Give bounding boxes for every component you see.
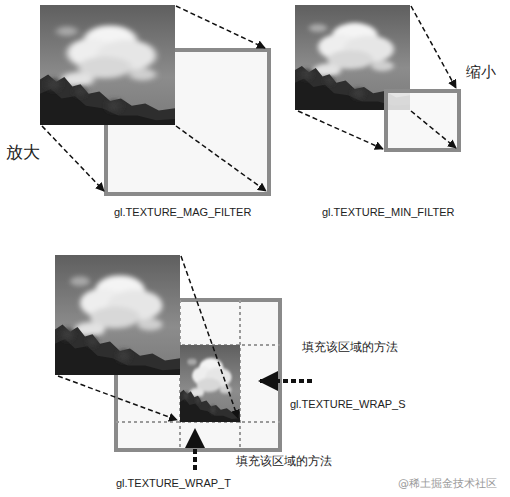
mapping-arrow bbox=[176, 126, 266, 191]
wrap-t-arrow bbox=[193, 430, 197, 470]
mapping-arrow bbox=[181, 256, 238, 418]
wrap-s-arrow bbox=[260, 379, 312, 383]
mapping-arrow bbox=[42, 126, 104, 191]
parameter-name: gl.TEXTURE_MIN_FILTER bbox=[322, 206, 454, 219]
texture-photo-small bbox=[180, 345, 240, 422]
min-filter-figure bbox=[295, 5, 459, 150]
note: 填充该区域的方法 bbox=[302, 341, 398, 355]
watermark: @稀土掘金技术社区 bbox=[398, 478, 497, 491]
mapping-arrow bbox=[176, 6, 265, 48]
mapping-arrow bbox=[298, 111, 383, 149]
mapping-arrow bbox=[58, 376, 177, 420]
zoom-label: 放大 bbox=[6, 143, 40, 163]
parameter-name: gl.TEXTURE_WRAP_S bbox=[290, 398, 406, 411]
note: 填充该区域的方法 bbox=[236, 455, 332, 469]
texture-photo bbox=[55, 255, 180, 375]
target-frame bbox=[386, 91, 459, 150]
mag-filter-figure bbox=[40, 5, 269, 194]
parameter-name: gl.TEXTURE_MAG_FILTER bbox=[114, 206, 251, 219]
wrap-figure bbox=[55, 255, 312, 470]
zoom-label: 缩小 bbox=[466, 64, 496, 81]
mapping-arrow bbox=[411, 6, 456, 88]
texture-photo bbox=[40, 5, 175, 125]
parameter-name: gl.TEXTURE_WRAP_T bbox=[116, 477, 231, 490]
mapping-arrow bbox=[411, 111, 456, 148]
